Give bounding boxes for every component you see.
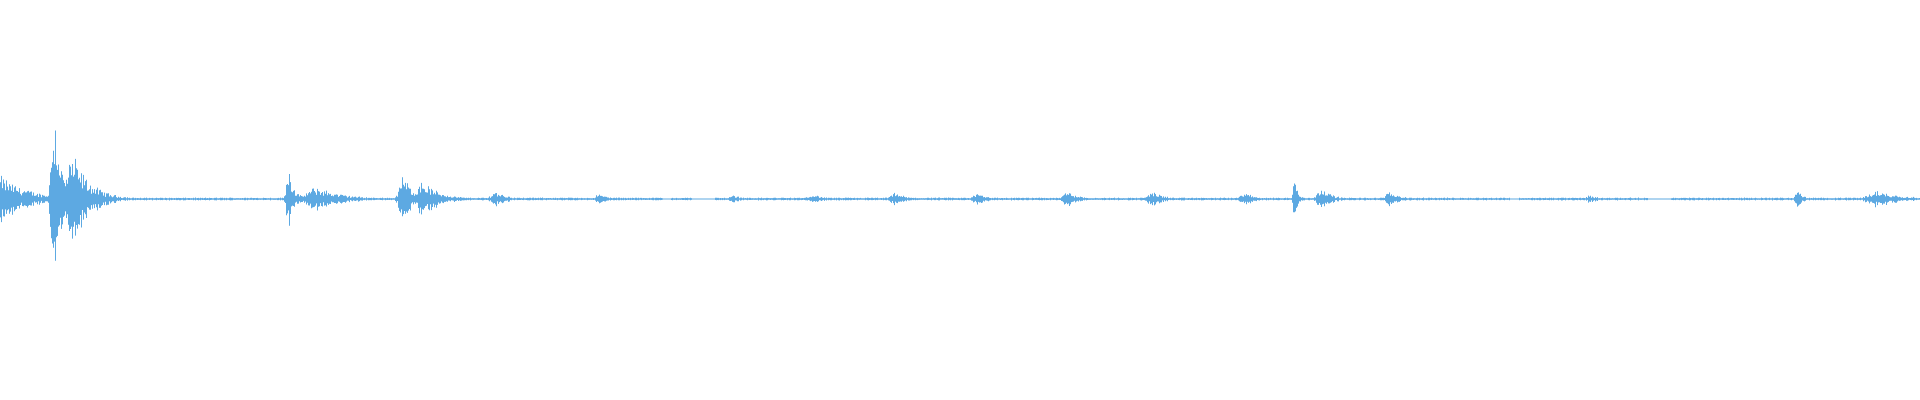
waveform-envelope bbox=[0, 130, 1920, 261]
